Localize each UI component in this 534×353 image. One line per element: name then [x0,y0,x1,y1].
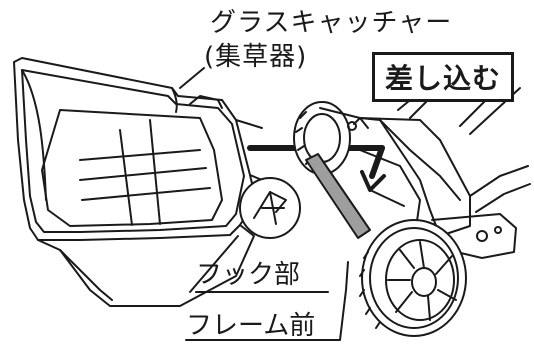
leader-lines [179,67,349,341]
hook-part-label: フック部 [196,260,301,290]
grass-catcher-sub-label: (集草器) [204,42,308,72]
grass-catcher-basket [13,57,263,307]
frame-front-label: フレーム前 [186,311,316,341]
lawn-mower [293,59,531,337]
hook-detail-circle [239,177,301,239]
grass-catcher-label: グラスキャッチャー [210,8,453,38]
insert-badge: 差し込む [372,52,514,102]
insert-badge-text: 差し込む [384,62,501,95]
